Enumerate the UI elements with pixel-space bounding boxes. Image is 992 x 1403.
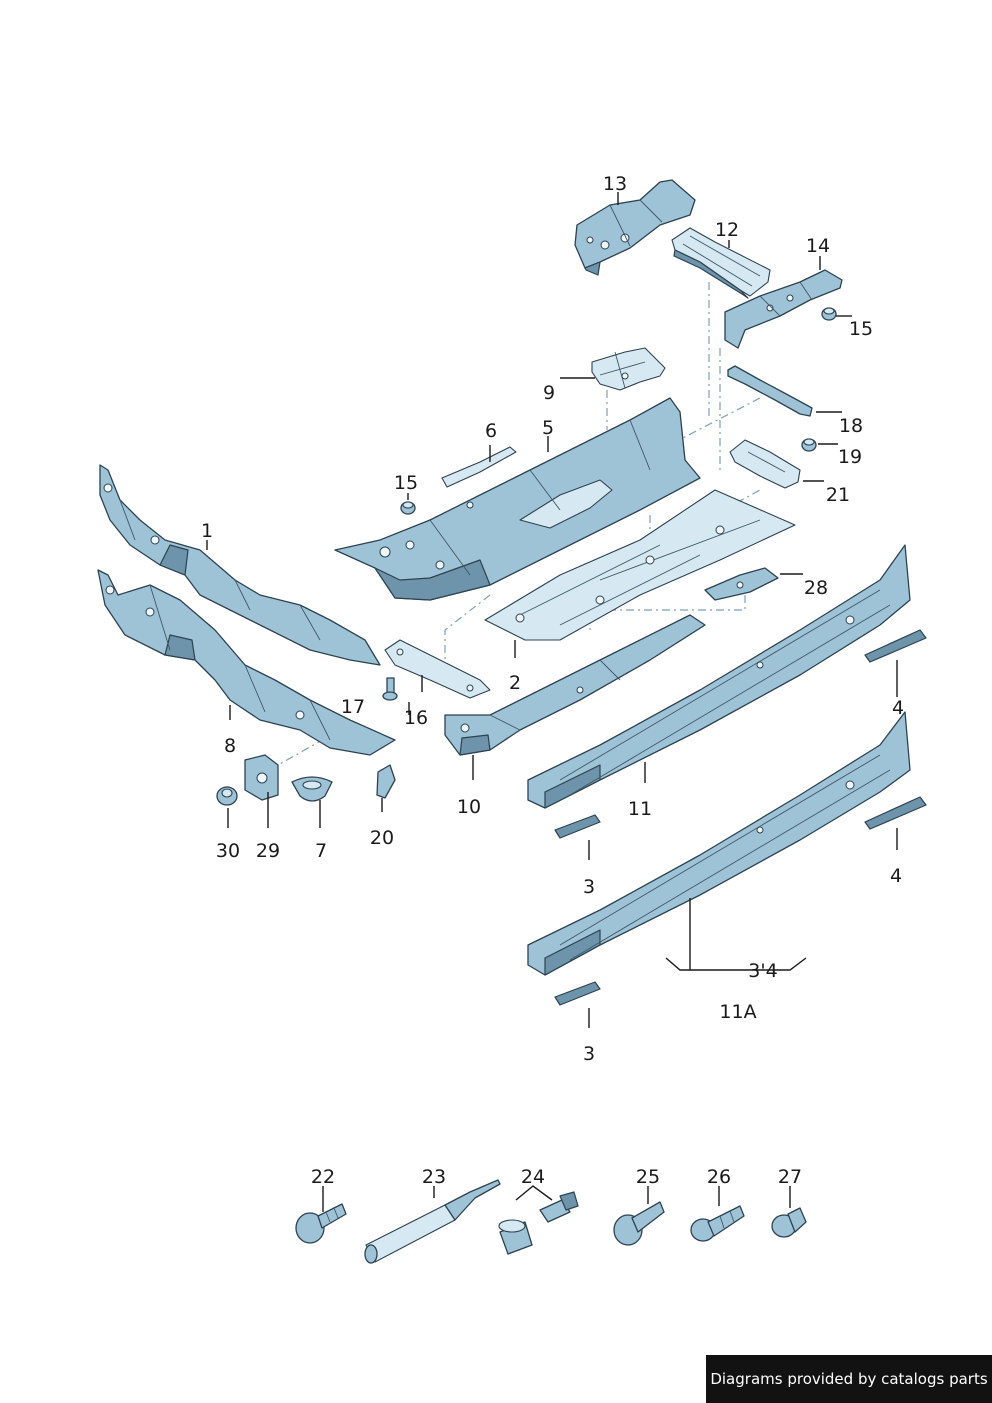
label-11a: 11A: [719, 1001, 756, 1023]
part-13-bracket: [574, 179, 696, 276]
label-28: 28: [804, 577, 828, 599]
label-7: 7: [315, 840, 327, 862]
part-3-clip-lower: [554, 981, 601, 1006]
part-5-tunnel: [334, 397, 701, 601]
label-30: 30: [216, 840, 240, 862]
label-21: 21: [826, 484, 850, 506]
part-19-nut: [801, 438, 817, 452]
label-15-right: 15: [849, 318, 873, 340]
part-4-clip-lower: [864, 796, 927, 830]
label-15-left: 15: [394, 472, 418, 494]
label-14: 14: [806, 235, 830, 257]
label-22: 22: [311, 1166, 335, 1188]
label-4-upper: 4: [892, 697, 904, 719]
part-15-nut-upper: [821, 307, 837, 321]
part-21-plate: [729, 439, 801, 489]
part-4-clip-upper: [864, 629, 927, 663]
part-20-clip: [376, 764, 396, 799]
part-9-bracket: [591, 347, 666, 391]
label-25: 25: [636, 1166, 660, 1188]
label-2: 2: [509, 672, 521, 694]
label-8: 8: [224, 735, 236, 757]
label-19: 19: [838, 446, 862, 468]
callout-labels: 1 8 30 29 7 20 17 16 10 2 11 3 3 4 4 3'4…: [201, 173, 904, 1188]
part-24-rivet-nut: [498, 1219, 533, 1255]
part-1-front-crossmember: [99, 464, 381, 666]
part-26-screw: [690, 1205, 745, 1242]
label-26: 26: [707, 1166, 731, 1188]
part-23-tool: [364, 1179, 501, 1264]
part-29-bracket: [244, 754, 279, 801]
label-27: 27: [778, 1166, 802, 1188]
part-10-inner-sill: [444, 614, 706, 756]
label-16: 16: [404, 707, 428, 729]
label-3-upper: 3: [583, 876, 595, 898]
part-2-floor-panel: [484, 489, 796, 641]
label-3-lower: 3: [583, 1043, 595, 1065]
label-11: 11: [628, 798, 652, 820]
label-29: 29: [256, 840, 280, 862]
label-12: 12: [715, 219, 739, 241]
part-8-front-floor: [97, 569, 396, 756]
part-25-expanding-rivet: [613, 1201, 665, 1246]
label-4-lower: 4: [890, 865, 902, 887]
label-10: 10: [457, 796, 481, 818]
part-12-rail: [671, 227, 771, 299]
label-9: 9: [543, 382, 555, 404]
part-7-cap: [291, 776, 333, 802]
part-11a-sill: [527, 711, 911, 976]
part-6-strip: [441, 446, 517, 488]
label-5: 5: [542, 417, 554, 439]
part-30-nut: [216, 786, 238, 806]
part-15-nut-left: [400, 501, 416, 515]
label-18: 18: [839, 415, 863, 437]
part-22-screw: [295, 1203, 347, 1244]
label-24: 24: [521, 1166, 545, 1188]
label-1: 1: [201, 520, 213, 542]
part-16-bracket: [384, 639, 491, 699]
label-20: 20: [370, 827, 394, 849]
leader-lines: [206, 192, 898, 1212]
part-27-plug: [771, 1207, 807, 1238]
part-28-plate: [704, 567, 779, 601]
part-14-bracket: [724, 269, 843, 349]
label-17: 17: [341, 696, 365, 718]
part-24-bolt: [539, 1191, 579, 1223]
part-18-strap: [727, 365, 813, 417]
label-6: 6: [485, 420, 497, 442]
watermark-banner: Diagrams provided by catalogs parts: [706, 1355, 992, 1403]
part-17-bolt: [382, 677, 398, 701]
label-23: 23: [422, 1166, 446, 1188]
part-11-sill: [527, 544, 911, 809]
label-11a-note: 3'4: [748, 960, 777, 982]
part-3-clip-upper: [554, 814, 601, 839]
label-13: 13: [603, 173, 627, 195]
